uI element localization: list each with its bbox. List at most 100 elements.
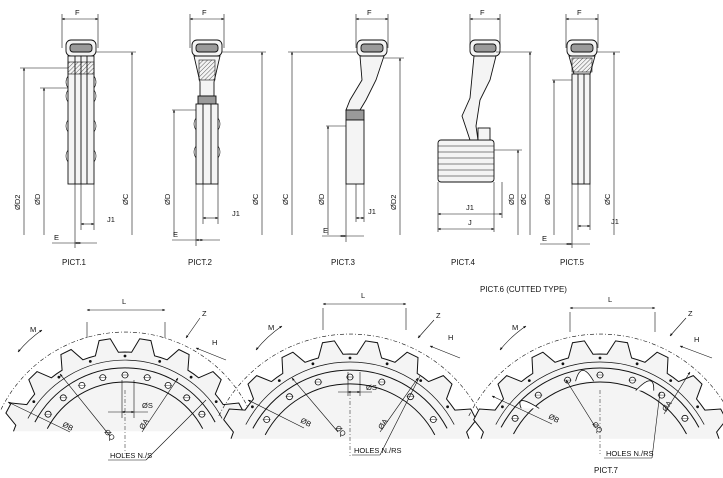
tooth-bolt <box>32 400 36 403</box>
tooth-bolt <box>501 405 504 409</box>
tooth-bolt <box>561 362 565 366</box>
dim-z-label: Z <box>202 309 207 318</box>
tooth-root-line <box>245 361 455 425</box>
dim-d2-label: ØD2 <box>389 195 398 210</box>
sprocket-tooth-profile <box>223 340 477 439</box>
dim-s-label: ØS <box>142 401 153 410</box>
dim-m-label: M <box>512 323 518 332</box>
pict7-caption: PICT.7 <box>594 466 619 475</box>
dim-l-label: L <box>608 295 612 304</box>
dim-z-label: Z <box>436 311 441 320</box>
cut-out-notch <box>519 400 540 409</box>
mounting-ring-outer <box>34 367 216 423</box>
dim-c-label: ØC <box>603 193 612 205</box>
dim-c-label: ØC <box>281 193 290 205</box>
holes-label-c: HOLES N./RS <box>606 449 654 458</box>
pict5-caption: PICT.5 <box>560 258 585 267</box>
pict4-caption: PICT.4 <box>451 258 476 267</box>
tooth-root-line <box>495 361 705 425</box>
pict1-caption: PICT.1 <box>62 258 87 267</box>
dim-j1-label: J1 <box>611 217 619 226</box>
tooth-bolt <box>311 362 315 366</box>
dim-b-label: ØB <box>61 420 75 433</box>
dim-h-label: H <box>212 338 217 347</box>
cut-out-notch <box>635 380 655 391</box>
pitch-circle-line <box>0 331 250 410</box>
pict3-caption: PICT.3 <box>331 258 356 267</box>
sprocket-a-dimensions: L Z M H ØB ØQ ØA ØS HOLES N./S <box>7 297 227 461</box>
dim-m-label: M <box>268 323 274 332</box>
holes-label-b: HOLES N./RS <box>354 446 402 455</box>
tooth-bolt <box>696 405 699 409</box>
dim-b-label: ØB <box>547 412 561 425</box>
dim-j1-label: J1 <box>232 209 240 218</box>
tooth-bolt <box>214 400 218 403</box>
dim-e-label: E <box>323 226 328 235</box>
tooth-bolt <box>189 375 193 379</box>
tooth-bolt <box>598 356 602 360</box>
dim-j-label: J <box>468 218 472 227</box>
dim-f-label: F <box>480 8 485 17</box>
mounting-ring-outer <box>252 369 448 429</box>
pict1-section-view: F ØD2 ØD ØC J1 E PICT.1 <box>13 8 136 267</box>
tooth-bolt <box>277 379 281 382</box>
dim-e-label: E <box>54 233 59 242</box>
dim-j1-label: J1 <box>107 215 115 224</box>
dim-d-label: ØD <box>317 193 326 205</box>
tooth-bolt <box>446 405 449 409</box>
mounting-ring-inner <box>46 381 204 429</box>
dim-c-label: ØC <box>251 193 260 205</box>
pict4-section-view: F ØD ØC J1 J PICT.4 <box>437 8 532 267</box>
dim-d-label: ØD <box>543 193 552 205</box>
dim-f-label: F <box>577 8 582 17</box>
dim-d-label: ØD <box>507 193 516 205</box>
dim-h-label: H <box>448 333 453 342</box>
pict5-section-view: F ØD ØC J1 E PICT.5 <box>540 8 620 267</box>
tooth-root-line <box>27 359 223 419</box>
dim-f-label: F <box>367 8 372 17</box>
sprocket-front-view-holes-rs <box>218 333 482 456</box>
dim-j1-label: J1 <box>466 203 474 212</box>
dim-d2-label: ØD2 <box>13 195 22 210</box>
mounting-ring-inner <box>513 381 687 435</box>
mounting-ring-outer <box>500 367 700 428</box>
tooth-bolt <box>527 379 531 382</box>
dim-e-label: E <box>173 230 178 239</box>
pict6-caption: PICT.6 (CUTTED TYPE) <box>480 285 567 294</box>
pict3-section-view: F ØD ØC ØD2 J1 E PICT.3 <box>281 8 404 267</box>
dim-d-label: ØD <box>33 193 42 205</box>
dim-l-label: L <box>361 291 365 300</box>
sprocket-front-view-holes-s <box>0 331 250 454</box>
dim-m-label: M <box>30 325 36 334</box>
dim-s-label: ØS <box>366 383 377 392</box>
tooth-bolt <box>635 362 639 366</box>
mounting-ring-inner <box>264 383 436 436</box>
sprocket-tooth-profile <box>473 340 723 439</box>
tooth-bolt <box>385 362 389 366</box>
sprocket-c-dimensions: L Z M H ØB ØQ ØA HOLES N./RS PICT.7 <box>491 295 713 475</box>
dim-d-label: ØD <box>163 193 172 205</box>
tooth-bolt <box>57 375 61 379</box>
dim-l-label: L <box>122 297 126 306</box>
dim-z-label: Z <box>688 309 693 318</box>
dim-b-label: ØB <box>299 416 313 429</box>
sprocket-front-view-cutted <box>468 333 723 454</box>
dim-j1-label: J1 <box>368 207 376 216</box>
dim-f-label: F <box>202 8 207 17</box>
tooth-bolt <box>419 379 423 382</box>
dim-h-label: H <box>694 335 699 344</box>
tooth-bolt <box>348 356 352 360</box>
holes-label-a: HOLES N./S <box>110 451 152 460</box>
tooth-bolt <box>158 360 162 363</box>
tooth-bolt <box>123 354 127 358</box>
dim-c-label: ØC <box>519 193 528 205</box>
pitch-circle-line <box>218 333 482 417</box>
dim-f-label: F <box>75 8 80 17</box>
pict2-section-view: F ØD ØC J1 E PICT.2 <box>163 8 266 267</box>
tooth-bolt <box>669 379 673 382</box>
tooth-bolt <box>251 405 254 409</box>
dim-e-label: E <box>542 234 547 243</box>
cut-out-notch <box>575 369 594 382</box>
pict2-caption: PICT.2 <box>188 258 213 267</box>
